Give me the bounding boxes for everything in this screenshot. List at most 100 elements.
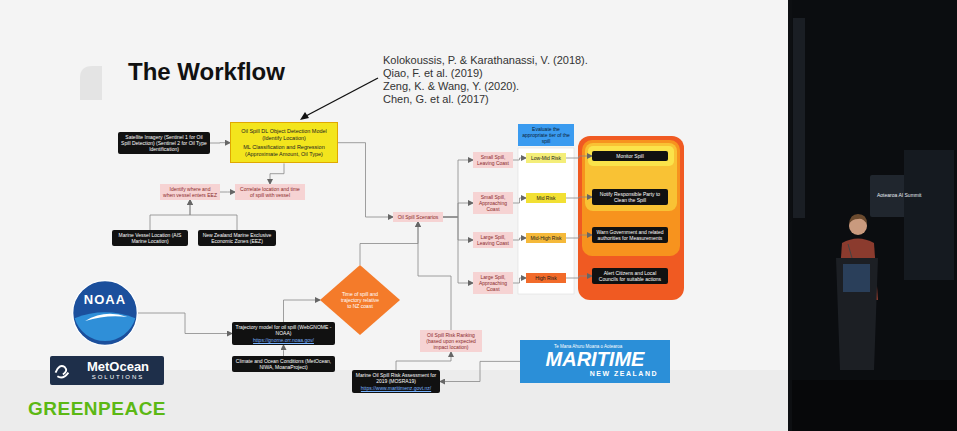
box-text: Oil Spill Risk Ranking (based upon expec… bbox=[423, 332, 479, 350]
flow-connector bbox=[443, 203, 473, 217]
step-note: Oil Spill Risk Ranking (based upon expec… bbox=[420, 330, 482, 352]
slide-title: The Workflow bbox=[128, 58, 285, 86]
flow-connector bbox=[396, 352, 451, 370]
box-text: Oil Spill DL Object Detection Model (Ide… bbox=[235, 128, 333, 141]
box-text: NOAA bbox=[72, 292, 138, 308]
box-text: Climate and Ocean Conditions (MetOcean, … bbox=[235, 358, 332, 370]
box-text: Time of spill and trajectory relative to… bbox=[339, 291, 381, 309]
box-text: New Zealand Marine Exclusive Economic Zo… bbox=[201, 232, 273, 244]
flow-connector bbox=[513, 198, 526, 203]
flow-connector bbox=[190, 200, 237, 230]
flow-connector bbox=[566, 197, 592, 198]
box-text: Correlate location and time of spill wit… bbox=[238, 186, 302, 198]
data-source-box: New Zealand Marine Exclusive Economic Zo… bbox=[198, 230, 276, 246]
box-text: Large Spill, Leaving Coast bbox=[476, 234, 510, 246]
flow-connector bbox=[566, 156, 592, 158]
flow-connector bbox=[270, 163, 284, 184]
box-text: Notify Responsible Party to Clean the Sp… bbox=[595, 191, 665, 203]
reference-note: Qiao, F. et al. (2019) bbox=[383, 67, 483, 79]
box-text: Mid Risk bbox=[528, 195, 564, 201]
event-banner: Aotearoa AI Summit bbox=[877, 192, 921, 198]
box-text: Evaluate the appropriate tier of the spi… bbox=[521, 126, 571, 144]
box-text: ML Classification and Regression (Approx… bbox=[235, 144, 333, 157]
box-text: Small Spill, Leaving Coast bbox=[476, 154, 510, 166]
reference-note: Kolokoussis, P. & Karathanassi, V. (2018… bbox=[383, 54, 588, 66]
tier-band bbox=[588, 146, 674, 166]
step-note: Oil Spill Scenarios bbox=[393, 212, 443, 222]
box-text: Mid-High Risk bbox=[528, 235, 564, 241]
risk-box: Low-Mid Risk bbox=[526, 153, 566, 163]
box-text: MetOcean bbox=[76, 360, 160, 374]
box-text: Low-Mid Risk bbox=[528, 155, 564, 161]
flow-connector bbox=[220, 192, 235, 193]
flow-connector bbox=[338, 143, 393, 217]
reference-note: Chen, G. et al. (2017) bbox=[383, 93, 489, 105]
tier-band bbox=[578, 136, 684, 300]
box-text: Trajectory model for oil spill (WebGNOME… bbox=[235, 324, 332, 336]
leader-line bbox=[304, 78, 378, 117]
box-text: SOLUTIONS bbox=[76, 374, 160, 381]
flow-connector bbox=[443, 160, 473, 217]
data-source-box: Climate and Ocean Conditions (MetOcean, … bbox=[232, 356, 335, 372]
stage-screen bbox=[793, 18, 805, 218]
model-box: Oil Spill DL Object Detection Model (Ide… bbox=[230, 122, 338, 163]
side-screen bbox=[904, 150, 954, 280]
corner-shape bbox=[80, 66, 102, 100]
box-text: Large Spill, Approaching Coast bbox=[476, 274, 510, 292]
risk-box: Mid Risk bbox=[526, 193, 566, 203]
risk-box: High Risk bbox=[526, 273, 566, 283]
box-text: https://gnome.orr.noaa.gov/ bbox=[235, 337, 332, 343]
box-text: Marine Vessel Location (AIS Marine Locat… bbox=[115, 232, 185, 244]
microphone bbox=[848, 244, 852, 258]
logo-box: MetOceanSOLUTIONS bbox=[50, 356, 164, 385]
stage-floor bbox=[792, 380, 957, 431]
box-text: Marine Oil Spill Risk Assessment for 201… bbox=[355, 372, 437, 384]
box-text: Monitor Spill bbox=[595, 153, 665, 159]
logo-wordmark: GREENPEACE bbox=[28, 398, 166, 420]
stage-ground bbox=[792, 0, 957, 431]
box-text: NEW ZEALAND bbox=[526, 370, 664, 378]
box-text: Satellite Imagery (Sentinel 1 for Oil Sp… bbox=[121, 134, 207, 152]
action-box: Warn Government and related authorities … bbox=[592, 227, 668, 243]
flow-connector bbox=[150, 200, 190, 230]
data-source-box: Marine Vessel Location (AIS Marine Locat… bbox=[112, 230, 188, 246]
data-source-box: Marine Oil Spill Risk Assessment for 201… bbox=[352, 370, 440, 393]
logo-circle: NOAA bbox=[72, 280, 138, 346]
flow-connector bbox=[513, 158, 526, 160]
box-text: https://www.maritimenz.govt.nz/ bbox=[355, 385, 437, 391]
action-box: Alert Citizens and Local Councils for su… bbox=[592, 268, 668, 284]
flow-connector bbox=[440, 361, 520, 381]
flow-connector bbox=[138, 313, 232, 334]
flow-connector bbox=[418, 222, 451, 330]
podium bbox=[836, 258, 878, 370]
slide-ground bbox=[0, 0, 788, 431]
scenario-note: Large Spill, Leaving Coast bbox=[473, 232, 513, 248]
data-source-box: Trajectory model for oil spill (WebGNOME… bbox=[232, 322, 335, 345]
step-note: Identify where and when vessel enters EE… bbox=[160, 184, 220, 200]
flow-connector bbox=[513, 238, 526, 240]
box-text: High Risk bbox=[528, 275, 564, 281]
action-box: Notify Responsible Party to Clean the Sp… bbox=[592, 189, 668, 205]
logo-box: Te Mana Ahuru Moana o AotearoaMARITIMENE… bbox=[520, 340, 670, 383]
podium-sign bbox=[843, 264, 870, 292]
box-text: Oil Spill Scenarios bbox=[396, 214, 440, 220]
tier-band bbox=[582, 140, 680, 256]
box-text: Alert Citizens and Local Councils for su… bbox=[595, 270, 665, 282]
scenario-note: Small Spill, Leaving Coast bbox=[473, 152, 513, 168]
box-text: Warn Government and related authorities … bbox=[595, 229, 665, 241]
risk-box: Mid-High Risk bbox=[526, 233, 566, 243]
flow-connector bbox=[513, 278, 526, 283]
noaa-shape bbox=[72, 280, 138, 346]
risk-column bbox=[518, 148, 574, 294]
speaker-hair bbox=[849, 214, 867, 224]
leader-head bbox=[300, 112, 309, 120]
header-box: Evaluate the appropriate tier of the spi… bbox=[518, 124, 574, 146]
tier-band bbox=[585, 143, 677, 211]
flow-connector bbox=[283, 345, 284, 356]
box-text: Identify where and when vessel enters EE… bbox=[163, 186, 217, 198]
scenario-note: Small Spill, Approaching Coast bbox=[473, 192, 513, 214]
flow-connector bbox=[360, 222, 418, 265]
flow-connector bbox=[284, 300, 321, 322]
data-source-box: Satellite Imagery (Sentinel 1 for Oil Sp… bbox=[118, 132, 210, 154]
